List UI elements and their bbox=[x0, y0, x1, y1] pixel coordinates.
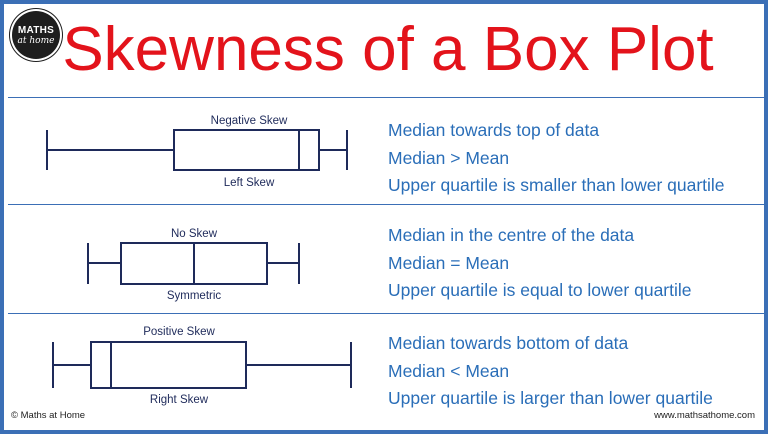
description-line: Upper quartile is smaller than lower qua… bbox=[388, 175, 725, 195]
label-no-skew: No Skew bbox=[171, 228, 218, 240]
label-left-skew: Left Skew bbox=[224, 177, 275, 189]
label-right-skew: Right Skew bbox=[150, 394, 209, 406]
description-line: Median towards bottom of data bbox=[388, 333, 629, 353]
description-line: Upper quartile is larger than lower quar… bbox=[388, 388, 713, 408]
description-line: Upper quartile is equal to lower quartil… bbox=[388, 280, 692, 300]
label-negative-skew: Negative Skew bbox=[211, 115, 288, 127]
description-negative-skew: Median towards top of data Median > Mean… bbox=[388, 117, 766, 200]
description-line: Median towards top of data bbox=[388, 120, 600, 140]
footer-website: www.mathsathome.com bbox=[654, 410, 755, 421]
logo-main-text: MATHS bbox=[17, 24, 55, 36]
description-line: Median = Mean bbox=[388, 252, 510, 273]
description-positive-skew: Median towards bottom of data Median < M… bbox=[388, 330, 766, 413]
maths-at-home-logo: MATHS at home bbox=[12, 11, 60, 59]
box-plot-positive-skew bbox=[52, 341, 352, 389]
page-title: Skewness of a Box Plot bbox=[62, 15, 714, 84]
description-line: Median > Mean bbox=[388, 147, 510, 168]
divider-middle-1 bbox=[8, 204, 768, 205]
description-line: Median < Mean bbox=[388, 360, 510, 381]
footer-copyright: © Maths at Home bbox=[11, 410, 86, 421]
logo-sub-text: at home bbox=[17, 35, 55, 46]
box-plots-diagram: Negative Skew Left Skew No Skew Symmetri… bbox=[46, 115, 352, 406]
description-line: Median in the centre of the data bbox=[388, 225, 635, 245]
box-iqr bbox=[90, 341, 247, 389]
box-plot-negative-skew bbox=[46, 129, 348, 171]
label-symmetric: Symmetric bbox=[167, 290, 222, 302]
label-positive-skew: Positive Skew bbox=[143, 326, 215, 338]
divider-top bbox=[8, 97, 768, 98]
description-no-skew: Median in the centre of the data Median … bbox=[388, 222, 766, 305]
box-plot-no-skew bbox=[87, 242, 300, 285]
box-iqr bbox=[173, 129, 320, 171]
divider-middle-2 bbox=[8, 313, 768, 314]
